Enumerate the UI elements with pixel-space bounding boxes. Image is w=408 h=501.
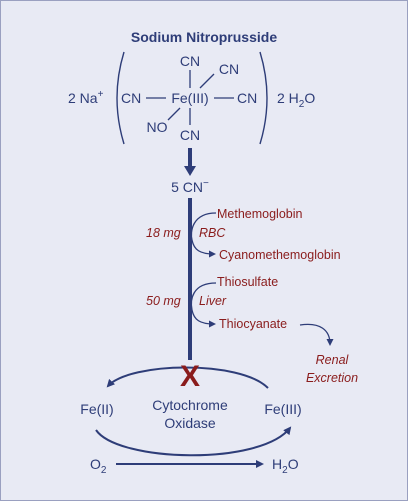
amount-50mg: 50 mg	[146, 294, 181, 308]
diagram-title: Sodium Nitroprusside	[131, 29, 277, 45]
sodium-counter-ion: 2 Na+	[68, 89, 104, 106]
oxygen-label: O2	[90, 456, 107, 476]
renal-excretion-arrow	[299, 323, 334, 346]
cycle-bottom-arc	[95, 426, 292, 457]
cytochrome-label: Cytochrome	[152, 397, 228, 413]
site-liver: Liver	[199, 294, 227, 308]
right-bracket	[259, 51, 268, 145]
product-thiocyanate: Thiocyanate	[219, 317, 287, 331]
reactant-thiosulfate: Thiosulfate	[217, 275, 278, 289]
iron-ii-label: Fe(II)	[80, 401, 113, 417]
oxidase-label: Oxidase	[164, 415, 216, 431]
ligand-cn-left: CN	[121, 90, 141, 106]
ligand-cn-right: CN	[237, 90, 257, 106]
product-cyanomethemoglobin: Cyanomethemoglobin	[219, 248, 341, 262]
cyanide-ions: 5 CN−	[171, 178, 209, 195]
release-arrow-head	[184, 166, 196, 176]
iron-iii-label: Fe(III)	[264, 401, 301, 417]
excretion-label: Excretion	[306, 371, 358, 385]
reactant-methemoglobin: Methemoglobin	[217, 207, 303, 221]
amount-18mg: 18 mg	[146, 226, 181, 240]
liver-reaction-arrow	[190, 282, 217, 328]
iron-center: Fe(III)	[171, 90, 208, 106]
ligand-cn-top: CN	[180, 53, 200, 69]
water-of-hydration: 2 H2O	[277, 90, 315, 110]
left-bracket	[116, 51, 125, 145]
cycle-top-arc	[106, 366, 269, 389]
ligand-cn-top-right: CN	[219, 61, 239, 77]
inhibition-mark: X	[180, 360, 200, 393]
water-label: H2O	[272, 456, 299, 476]
ligand-no: NO	[147, 119, 168, 135]
renal-label: Renal	[316, 353, 350, 367]
coordination-bonds	[146, 70, 234, 125]
rbc-reaction-arrow	[190, 212, 217, 258]
site-rbc: RBC	[199, 226, 226, 240]
ligand-cn-bottom: CN	[180, 127, 200, 143]
